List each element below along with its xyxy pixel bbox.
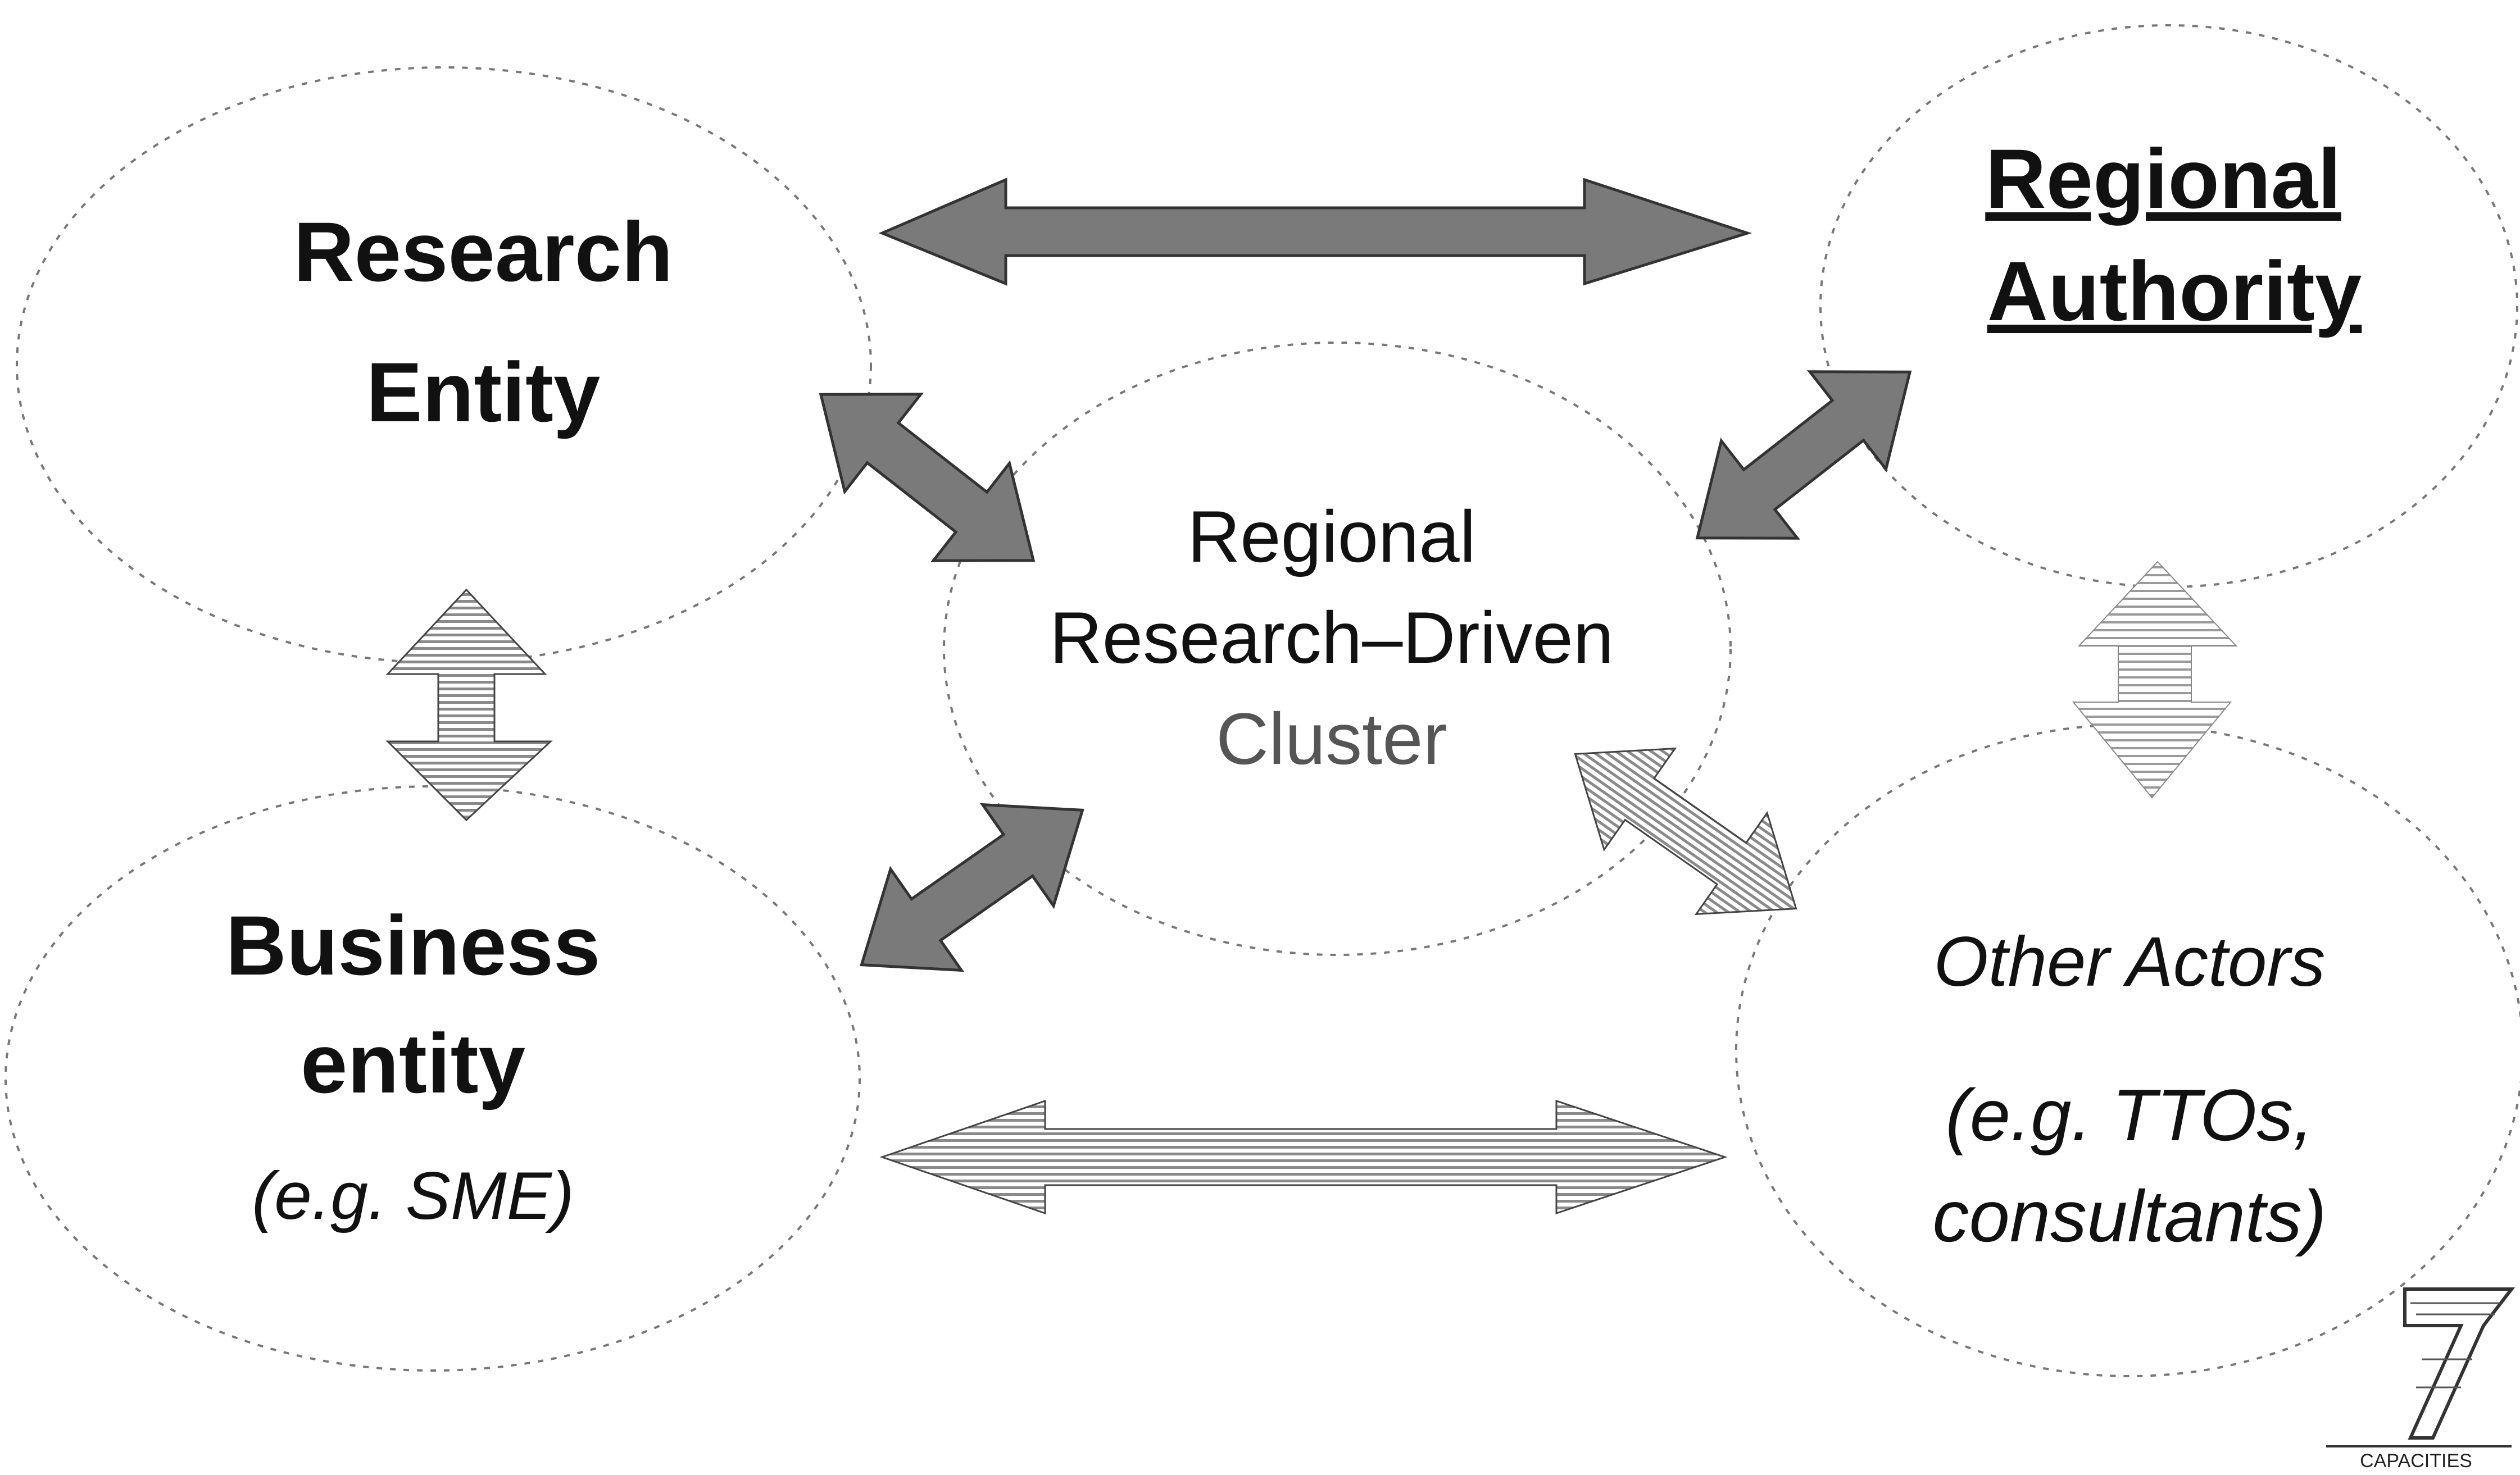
cluster-line2: Research–Driven xyxy=(1050,597,1614,679)
authority-cluster-arrow xyxy=(1695,370,1912,540)
business-cluster-arrow xyxy=(860,803,1084,972)
other-actors-ellipse xyxy=(1735,723,2520,1377)
other-actors-line1: Other Actors xyxy=(1934,923,2326,1001)
capacities-logo: CAPACITIES xyxy=(2326,1287,2516,1472)
research-entity-line1: Research xyxy=(293,204,673,299)
cluster-line3: Cluster xyxy=(1216,698,1447,780)
regional-authority-line1: Regional xyxy=(1985,131,2341,226)
business-entity-line1: Business xyxy=(226,898,601,993)
logo-text: CAPACITIES xyxy=(2360,1450,2472,1472)
authority-others-arrow xyxy=(2072,561,2238,799)
cluster-ellipse xyxy=(943,342,1732,956)
regional-authority-ellipse xyxy=(1819,24,2518,588)
cluster-others-arrow xyxy=(1574,747,1797,916)
cluster-line1: Regional xyxy=(1187,495,1475,577)
research-authority-arrow xyxy=(878,177,1752,286)
research-entity-line2: Entity xyxy=(366,345,601,439)
business-entity-ellipse xyxy=(4,785,861,1372)
research-entity-ellipse xyxy=(16,66,872,664)
business-others-arrow xyxy=(879,1099,1728,1215)
other-actors-line3: consultants) xyxy=(1933,1175,2327,1257)
research-cluster-arrow xyxy=(819,393,1036,562)
regional-authority-line2: Authority xyxy=(1987,244,2362,338)
business-entity-line3: (e.g. SME) xyxy=(252,1158,574,1233)
research-business-arrow xyxy=(385,588,553,822)
fp7-seven-icon xyxy=(2326,1287,2516,1447)
other-actors-line2: (e.g. TTOs, xyxy=(1946,1074,2314,1156)
business-entity-line2: entity xyxy=(301,1016,525,1110)
